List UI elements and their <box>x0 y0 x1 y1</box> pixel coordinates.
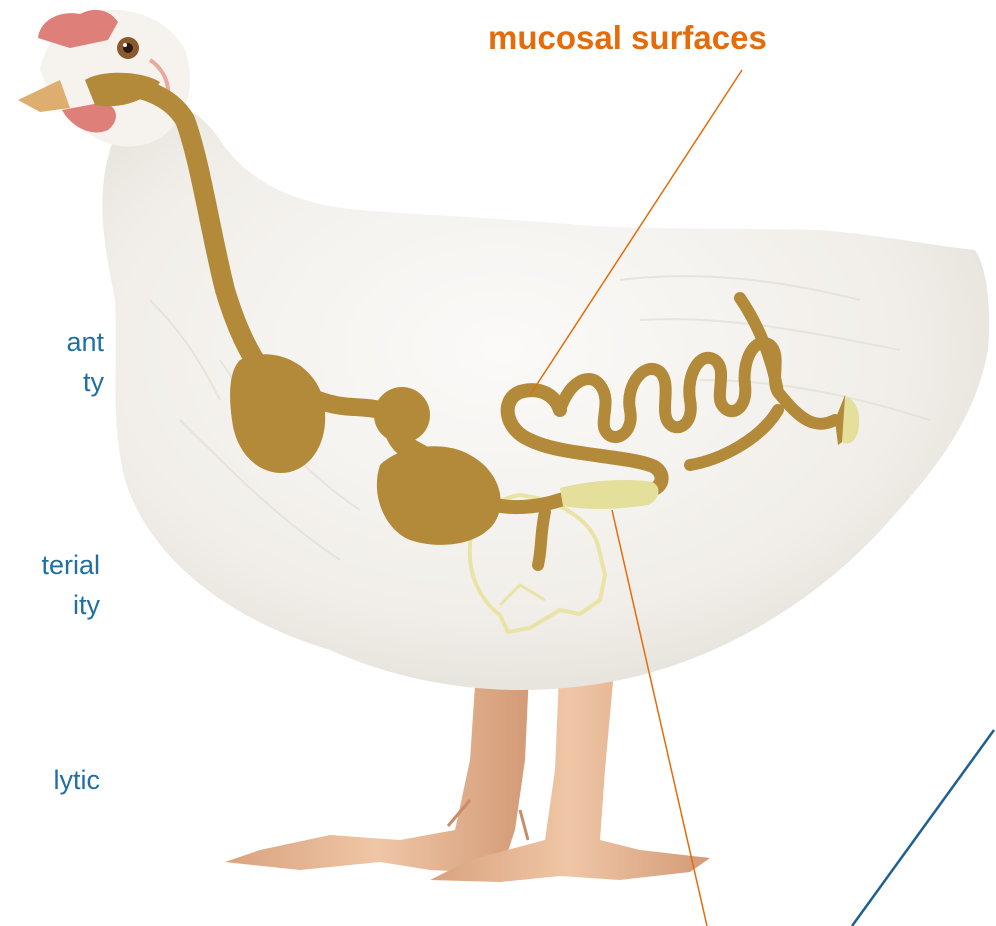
side-text-2: terial ity <box>0 545 100 625</box>
callout-label-mucosal-surfaces: mucosal surfaces <box>488 18 767 58</box>
side-text-3: lytic <box>0 760 100 800</box>
chicken-illustration <box>18 10 989 882</box>
side-text-1: ant ty <box>0 322 104 402</box>
diagonal-divider <box>852 730 994 926</box>
